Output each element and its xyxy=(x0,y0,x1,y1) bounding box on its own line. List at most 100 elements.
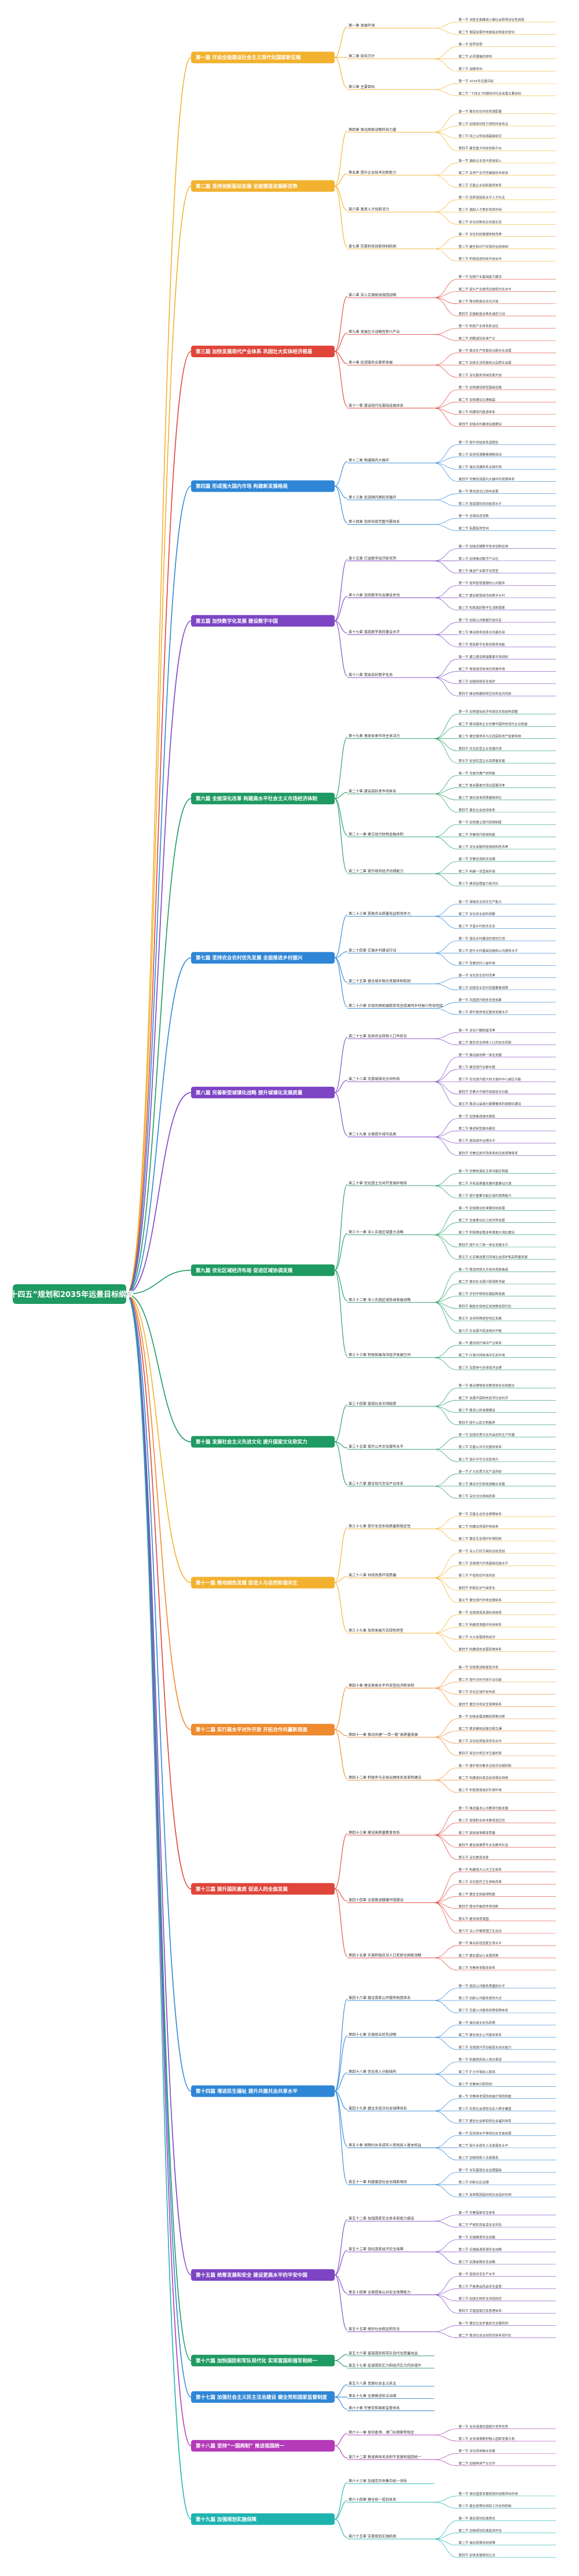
part-node[interactable]: 第十九篇 加强规划实施保障 xyxy=(191,2513,335,2525)
section-node-label[interactable]: 第二节 推动东北振兴取得新突破 xyxy=(459,1280,505,1284)
section-node-label[interactable]: 第二节 加强两岸产业合作 xyxy=(459,2461,496,2465)
section-node-label[interactable]: 第六节 在发展中促进相对平衡 xyxy=(459,1328,502,1333)
chapter-node-label[interactable]: 第四章 强化国家战略科技力量 xyxy=(349,127,396,132)
section-node-label[interactable]: 第一节 构建强大公共卫生体系 xyxy=(459,1867,502,1872)
chapter-node-label[interactable]: 第十一章 建设现代化基础设施体系 xyxy=(349,403,404,408)
section-node-label[interactable]: 第三节 开创中部地区崛起新局面 xyxy=(459,1292,505,1296)
section-node-label[interactable]: 第三节 完善企业创新服务体系 xyxy=(459,183,502,188)
section-node-label[interactable]: 第二节 营造规范有序的政策环境 xyxy=(459,667,505,672)
section-node-label[interactable]: 第二节 推动政务信息化共建共用 xyxy=(459,630,505,635)
chapter-node-label[interactable]: 第五十三章 强化国家经济安全保障 xyxy=(349,2247,404,2252)
section-node-label[interactable]: 第二节 提升乡村基础设施和公共服务水平 xyxy=(459,948,518,953)
chapter-node-label[interactable]: 第二十三章 提高农业质量效益和竞争力 xyxy=(349,911,411,916)
section-node-label[interactable]: 第一节 推动生产性服务业融合化发展 xyxy=(459,348,512,353)
part-node[interactable]: 第十六篇 加快国防和军队现代化 实现富国和强军相统一 xyxy=(191,2354,335,2366)
chapter-node-label[interactable]: 第二章 指导方针 xyxy=(349,54,375,58)
section-node-label[interactable]: 第二节 构建资源循环利用体系 xyxy=(459,1622,502,1627)
section-node-label[interactable]: 第二节 健全婴幼儿发展政策 xyxy=(459,1953,499,1958)
part-node[interactable]: 第十篇 发展社会主义先进文化 提升国家文化软实力 xyxy=(191,1436,335,1448)
section-node-label[interactable]: 第一节 支持港澳巩固提升竞争优势 xyxy=(459,2424,508,2429)
chapter-node-label[interactable]: 第四十四章 全面推进健康中国建设 xyxy=(349,1897,404,1902)
chapter-node-label[interactable]: 第六十二章 推进两岸关系和平发展和祖国统一 xyxy=(349,2454,422,2459)
section-node-label[interactable]: 第三节 发挥群团组织和社会组织作用 xyxy=(459,2192,511,2197)
section-node-label[interactable]: 第三节 加强残疾人关爱服务 xyxy=(459,2156,499,2160)
section-node-label[interactable]: 第五节 深化教育改革 xyxy=(459,1855,489,1860)
section-node-label[interactable]: 第三节 深化文化体制改革 xyxy=(459,1494,496,1498)
part-node[interactable]: 第四篇 形成强大国内市场 构建新发展格局 xyxy=(191,480,335,492)
section-node-label[interactable]: 第一节 提高公共服务质量和水平 xyxy=(459,1984,505,1988)
section-node-label[interactable]: 第二节 推进社会治安防控体系现代化 xyxy=(459,2333,512,2338)
section-node-label[interactable]: 第三节 完善再分配机制 xyxy=(459,2082,492,2086)
section-node-label[interactable]: 第一节 激励企业加大研发投入 xyxy=(459,158,502,163)
chapter-node-label[interactable]: 第九章 发展壮大战略性新兴产业 xyxy=(349,329,400,334)
section-node-label[interactable]: 第二节 推动国有企业完善中国特色现代企业制度 xyxy=(459,721,528,726)
section-node-label[interactable]: 第四节 架设文明互学互鉴桥梁 xyxy=(459,1751,502,1756)
chapter-node-label[interactable]: 第五章 提升企业技术创新能力 xyxy=(349,170,396,175)
chapter-node-label[interactable]: 第二十四章 实施乡村建设行动 xyxy=(349,948,396,953)
chapter-node-label[interactable]: 第五十九章 全面推进依法治国 xyxy=(349,2394,396,2398)
section-node-label[interactable]: 第三节 深度参与全球海洋治理 xyxy=(459,1365,502,1370)
part-node[interactable]: 第九篇 优化区域经济布局 促进区域协调发展 xyxy=(191,1264,335,1276)
section-node-label[interactable]: 第一节 全面促进消费 xyxy=(459,514,489,518)
section-node-label[interactable]: 第一节 增强农业综合生产能力 xyxy=(459,899,502,904)
section-node-label[interactable]: 第二节 推进要素市场化配置改革 xyxy=(459,783,505,787)
section-node-label[interactable]: 第三节 健全全民医保制度 xyxy=(459,1892,496,1896)
section-node-label[interactable]: 第五节 健全现代环境治理体系 xyxy=(459,1598,502,1603)
section-node-label[interactable]: 第三节 构筑美好数字生活新图景 xyxy=(459,606,505,610)
section-node-label[interactable]: 第二节 加快建设交通强国 xyxy=(459,397,496,402)
section-node-label[interactable]: 第二节 拓展投资空间 xyxy=(459,526,489,530)
section-node-label[interactable]: 第一节 推进西部大开发形成新格局 xyxy=(459,1267,508,1271)
chapter-node-label[interactable]: 第十四章 加快培育完整内需体系 xyxy=(349,519,400,524)
chapter-node-label[interactable]: 第四十二章 积极参与全球治理体系改革和建设 xyxy=(349,1775,422,1780)
chapter-node-label[interactable]: 第二十章 建设高标准市场体系 xyxy=(349,789,396,794)
chapter-node-label[interactable]: 第六十五章 完善规划实施机制 xyxy=(349,2534,396,2539)
part-node[interactable]: 第五篇 加快数字化发展 建设数字中国 xyxy=(191,615,335,627)
section-node-label[interactable]: 第三节 推进公民道德建设 xyxy=(459,1408,496,1413)
section-node-label[interactable]: 第一节 加快推进城市更新 xyxy=(459,1114,496,1119)
part-node[interactable]: 第十三篇 提升国民素质 促进人的全面发展 xyxy=(191,1883,335,1895)
section-node-label[interactable]: 第四节 鼓励东部地区加快推进现代化 xyxy=(459,1304,512,1309)
chapter-node-label[interactable]: 第三十四章 提高社会文明程度 xyxy=(349,1401,396,1406)
chapter-node-label[interactable]: 第二十七章 加快农业转移人口市民化 xyxy=(349,1034,407,1038)
section-node-label[interactable]: 第二节 严密防范各类安全风险 xyxy=(459,2223,502,2227)
chapter-node-label[interactable]: 第十三章 促进国内国际双循环 xyxy=(349,495,396,500)
chapter-node-label[interactable]: 第三十七章 提升生态系统质量和稳定性 xyxy=(349,1524,411,1529)
chapter-node-label[interactable]: 第十六章 加快数字社会建设步伐 xyxy=(349,593,400,598)
section-node-label[interactable]: 第四节 完善住房市场体系和住房保障体系 xyxy=(459,1150,518,1155)
section-node-label[interactable]: 第一节 加快建立现代财政制度 xyxy=(459,820,502,825)
section-node-label[interactable]: 第五节 推进以县城为重要载体的城镇化建设 xyxy=(459,1102,521,1106)
part-node[interactable]: 第一篇 开启全面建设社会主义现代化国家新征程 xyxy=(191,52,335,64)
section-node-label[interactable]: 第二节 增强职业技术教育适应性 xyxy=(459,1818,505,1823)
section-node-label[interactable]: 第三节 积极稳妥推进粤港澳大湾区建设 xyxy=(459,1230,515,1235)
section-node-label[interactable]: 第一节 推动实现适度生育水平 xyxy=(459,1941,502,1945)
chapter-node-label[interactable]: 第四十八章 优化收入分配结构 xyxy=(349,2069,396,2074)
section-node-label[interactable]: 第二节 扩大中等收入群体 xyxy=(459,2069,496,2074)
section-node-label[interactable]: 第一节 强化乡村建设的规划引领 xyxy=(459,936,505,941)
part-node[interactable]: 第十八篇 坚持“一国两制” 推进祖国统一 xyxy=(191,2440,335,2452)
chapter-node-label[interactable]: 第二十八章 完善城镇化空间布局 xyxy=(349,1077,400,1082)
section-node-label[interactable]: 第二节 创新公共服务提供方式 xyxy=(459,1996,502,2000)
section-node-label[interactable]: 第一节 加快推进制度型开放 xyxy=(459,1665,499,1670)
section-node-label[interactable]: 第四节 完善促进国内大循环的政策体系 xyxy=(459,477,515,482)
section-node-label[interactable]: 第二节 促进资源要素顺畅流动 xyxy=(459,452,502,457)
section-node-label[interactable]: 第一节 建设现代海洋产业体系 xyxy=(459,1341,502,1346)
section-node-label[interactable]: 第三节 改善农村人居环境 xyxy=(459,961,496,965)
part-node[interactable]: 第十七篇 加强社会主义民主法治建设 健全党和国家监督制度 xyxy=(191,2391,335,2403)
section-node-label[interactable]: 第二节 我国发展环境面临深刻复杂变化 xyxy=(459,30,515,34)
section-node-label[interactable]: 第四节 健全社会信用体系 xyxy=(459,808,496,812)
root-node[interactable]: “十四五”规划和2035年远景目标纲要 xyxy=(5,1284,134,1304)
section-node-label[interactable]: 第一节 全面提高资源利用效率 xyxy=(459,1610,502,1615)
chapter-node-label[interactable]: 第十章 促进服务业繁荣发展 xyxy=(349,360,393,365)
chapter-node-label[interactable]: 第三十九章 加快发展方式绿色转型 xyxy=(349,1628,404,1633)
section-node-label[interactable]: 第三节 战略导向 xyxy=(459,67,482,71)
section-node-label[interactable]: 第一节 培养造就高水平人才队伍 xyxy=(459,195,505,200)
section-node-label[interactable]: 第四节 实施制造业降本减负行动 xyxy=(459,312,505,316)
section-node-label[interactable]: 第二节 健全就业公共服务体系 xyxy=(459,2033,502,2038)
section-node-label[interactable]: 第一节 夯实基层社会治理基础 xyxy=(459,2168,502,2172)
section-node-label[interactable]: 第二节 深化医药卫生体制改革 xyxy=(459,1879,502,1884)
section-node-label[interactable]: 第二节 发展中国特色哲学社会科学 xyxy=(459,1395,508,1400)
section-node-label[interactable]: 第三节 健全社会救助和社会福利体系 xyxy=(459,2119,512,2123)
section-node-label[interactable]: 第二节 建设现代化都市圈 xyxy=(459,1065,496,1069)
section-node-label[interactable]: 第四节 健全开放安全保障体系 xyxy=(459,1702,502,1706)
section-node-label[interactable]: 第一节 加快建设新型基础设施 xyxy=(459,385,502,390)
